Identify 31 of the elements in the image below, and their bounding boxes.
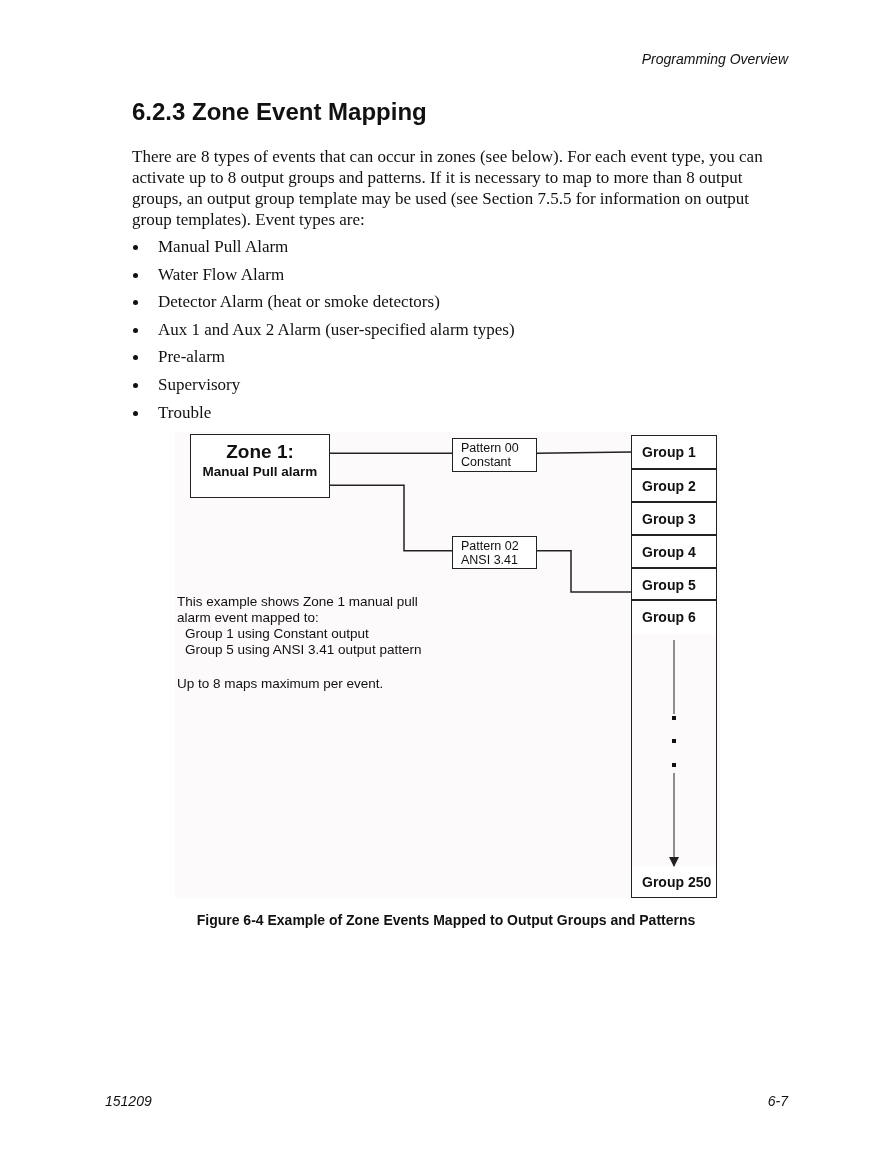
bullet-item: Water Flow Alarm bbox=[158, 263, 285, 285]
connector-line bbox=[536, 451, 632, 455]
document-number: 151209 bbox=[105, 1093, 152, 1109]
group-cell: Group 2 bbox=[631, 469, 717, 502]
bullet-item: Manual Pull Alarm bbox=[158, 236, 289, 257]
body-paragraph: There are 8 types of events that can occur in zones (see below). For each event type, you can activate up to 8 output groups and patterns. If it is necessary to map to more than 8 output groups, an output group template may be used (see Section 7.5.5 for information on output group templates). Event types are: bbox=[132, 146, 764, 230]
connector-line bbox=[329, 484, 453, 552]
figure-note: Group 1 using Constant output bbox=[185, 626, 370, 642]
bullet-item: Trouble bbox=[158, 401, 212, 423]
running-header: Programming Overview bbox=[640, 51, 788, 67]
figure-caption: Figure 6-4 Example of Zone Events Mapped to Output Groups and Patterns bbox=[195, 912, 697, 928]
bullet-item: Supervisory bbox=[158, 374, 241, 395]
section-heading: 6.2.3 Zone Event Mapping bbox=[132, 98, 427, 126]
connector-line bbox=[329, 452, 453, 455]
bullet-item: Aux 1 and Aux 2 Alarm (user-specified alarm types) bbox=[158, 318, 515, 340]
pattern-box: Pattern 02 ANSI 3.41 bbox=[452, 536, 537, 569]
figure-note: Up to 8 maps maximum per event. bbox=[177, 676, 385, 692]
figure-note: This example shows Zone 1 manual pull alarm event mapped to: bbox=[177, 594, 419, 626]
figure-note: Group 5 using ANSI 3.41 output pattern bbox=[185, 642, 423, 658]
pattern-box: Pattern 00 Constant bbox=[452, 438, 537, 472]
zone-box: Zone 1: Manual Pull alarm bbox=[190, 434, 330, 498]
group-cell: Group 6 bbox=[631, 600, 717, 634]
connector-line bbox=[536, 550, 632, 593]
group-cell: Group 4 bbox=[631, 535, 717, 568]
group-cell: Group 1 bbox=[631, 435, 717, 469]
bullet-item: Pre-alarm bbox=[158, 346, 226, 368]
group-cell: Group 250 bbox=[631, 866, 717, 898]
group-cell: Group 5 bbox=[631, 568, 717, 600]
group-cell: Group 3 bbox=[631, 502, 717, 535]
page-number: 6-7 bbox=[766, 1093, 788, 1109]
bullet-item: Detector Alarm (heat or smoke detectors) bbox=[158, 291, 440, 313]
